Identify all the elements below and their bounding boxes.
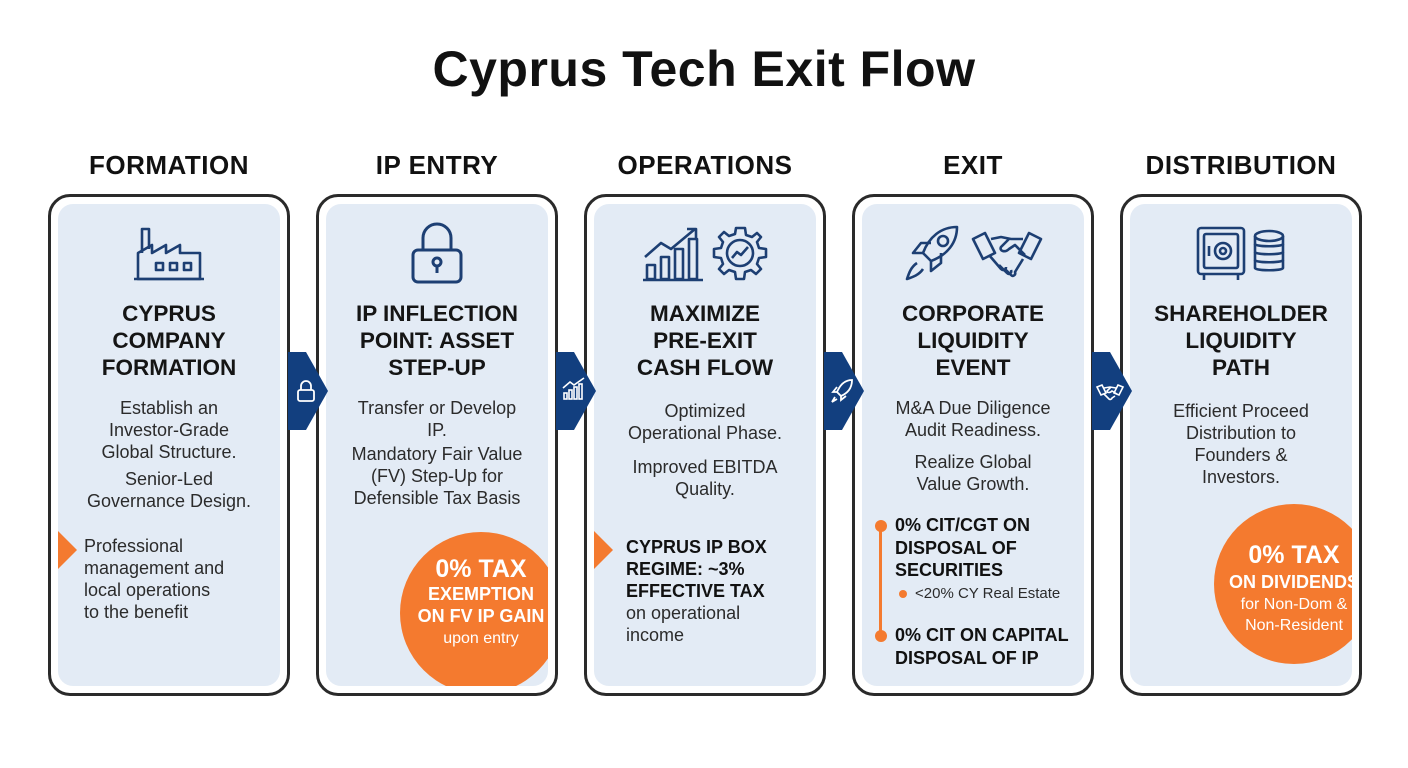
handshake-icon bbox=[971, 231, 1043, 278]
sub-bullet-dot bbox=[899, 590, 907, 598]
bullet-marker bbox=[594, 524, 613, 576]
lock-icon bbox=[297, 380, 315, 402]
stage-description: Establish an Investor-Grade Global Struc… bbox=[101, 398, 237, 462]
stage-heading: IP INFLECTION POINT: ASSET STEP-UP bbox=[355, 301, 519, 380]
tax-callout: 0% TAX ON DIVIDENDS for Non-Dom & Non-Re… bbox=[1214, 504, 1352, 664]
timeline-dot bbox=[875, 630, 887, 642]
bullet-marker bbox=[58, 524, 77, 576]
stage-heading: MAXIMIZE PRE-EXIT CASH FLOW bbox=[636, 301, 774, 380]
flow-arrow-3 bbox=[824, 352, 864, 430]
stage-card: CYPRUS COMPANY FORMATION Establish an In… bbox=[48, 194, 290, 696]
stage-bullet: Professional management and local operat… bbox=[84, 536, 225, 622]
stage-formation: FORMATION CYPRUS COMPANY FORMATION Estab… bbox=[48, 150, 290, 696]
stage-card: CORPORATE LIQUIDITY EVENT M&A Due Dilige… bbox=[852, 194, 1094, 696]
stage-note: Mandatory Fair Value (FV) Step-Up for De… bbox=[351, 444, 523, 508]
stage-label: DISTRIBUTION bbox=[1145, 150, 1337, 180]
handshake-icon bbox=[1095, 383, 1125, 401]
stage-heading: SHAREHOLDER LIQUIDITY PATH bbox=[1154, 301, 1328, 380]
stage-note: Realize Global Value Growth. bbox=[914, 452, 1032, 494]
stage-note: Improved EBITDA Quality. bbox=[632, 457, 778, 499]
exit-point-securities: 0% CIT/CGT ON DISPOSAL OF SECURITIES bbox=[895, 515, 1031, 580]
stage-ip-entry: IP ENTRY IP INFLECTION POINT: ASSET STEP… bbox=[316, 150, 558, 696]
stage-heading: CYPRUS COMPANY FORMATION bbox=[101, 301, 237, 380]
stage-description: Optimized Operational Phase. bbox=[627, 401, 783, 443]
stage-card: IP INFLECTION POINT: ASSET STEP-UP Trans… bbox=[316, 194, 558, 696]
flow-arrow-1 bbox=[288, 352, 328, 430]
bar-chart-icon bbox=[643, 227, 703, 282]
flow-arrow-4 bbox=[1092, 352, 1132, 430]
factory-icon bbox=[134, 227, 204, 281]
stage-note: Senior-Led Governance Design. bbox=[86, 469, 252, 511]
gear-chart-icon bbox=[712, 226, 768, 281]
rocket-icon bbox=[831, 379, 853, 403]
chart-icon bbox=[562, 377, 585, 400]
stage-description: Efficient Proceed Distribution to Founde… bbox=[1173, 401, 1309, 487]
stage-label: IP ENTRY bbox=[375, 150, 499, 180]
coins-icon bbox=[1253, 229, 1285, 272]
rocket-icon bbox=[905, 225, 959, 281]
stage-label: OPERATIONS bbox=[617, 150, 793, 180]
stage-description: M&A Due Diligence Audit Readiness. bbox=[895, 398, 1051, 440]
stage-bullet: CYPRUS IP BOX REGIME: ~3% EFFECTIVE TAX … bbox=[626, 537, 767, 645]
page-title: Cyprus Tech Exit Flow bbox=[432, 41, 976, 97]
stage-label: EXIT bbox=[943, 150, 1003, 180]
stage-heading: CORPORATE LIQUIDITY EVENT bbox=[901, 301, 1045, 380]
tax-callout: 0% TAX EXEMPTION ON FV IP GAIN upon entr… bbox=[400, 532, 548, 686]
stage-description: Transfer or Develop IP. bbox=[357, 398, 517, 440]
lock-icon bbox=[411, 222, 463, 284]
stage-card: MAXIMIZE PRE-EXIT CASH FLOW Optimized Op… bbox=[584, 194, 826, 696]
stage-label: FORMATION bbox=[89, 150, 249, 180]
timeline-dot bbox=[875, 520, 887, 532]
stage-operations: OPERATIONS MAXIMIZE PRE-EXIT CASH bbox=[584, 150, 826, 696]
stage-distribution: DISTRIBUTION SHAREHOLDER bbox=[1120, 150, 1362, 696]
stage-card: SHAREHOLDER LIQUIDITY PATH Efficient Pro… bbox=[1120, 194, 1362, 696]
timeline-line bbox=[879, 526, 882, 636]
exit-point-note: <20% CY Real Estate bbox=[915, 585, 1061, 602]
exit-point-ip: 0% CIT ON CAPITAL DISPOSAL OF IP bbox=[895, 625, 1069, 668]
stage-exit: EXIT CORPORATE LIQUIDITY bbox=[852, 150, 1094, 696]
flow-arrow-2 bbox=[556, 352, 596, 430]
safe-icon bbox=[1196, 226, 1246, 280]
